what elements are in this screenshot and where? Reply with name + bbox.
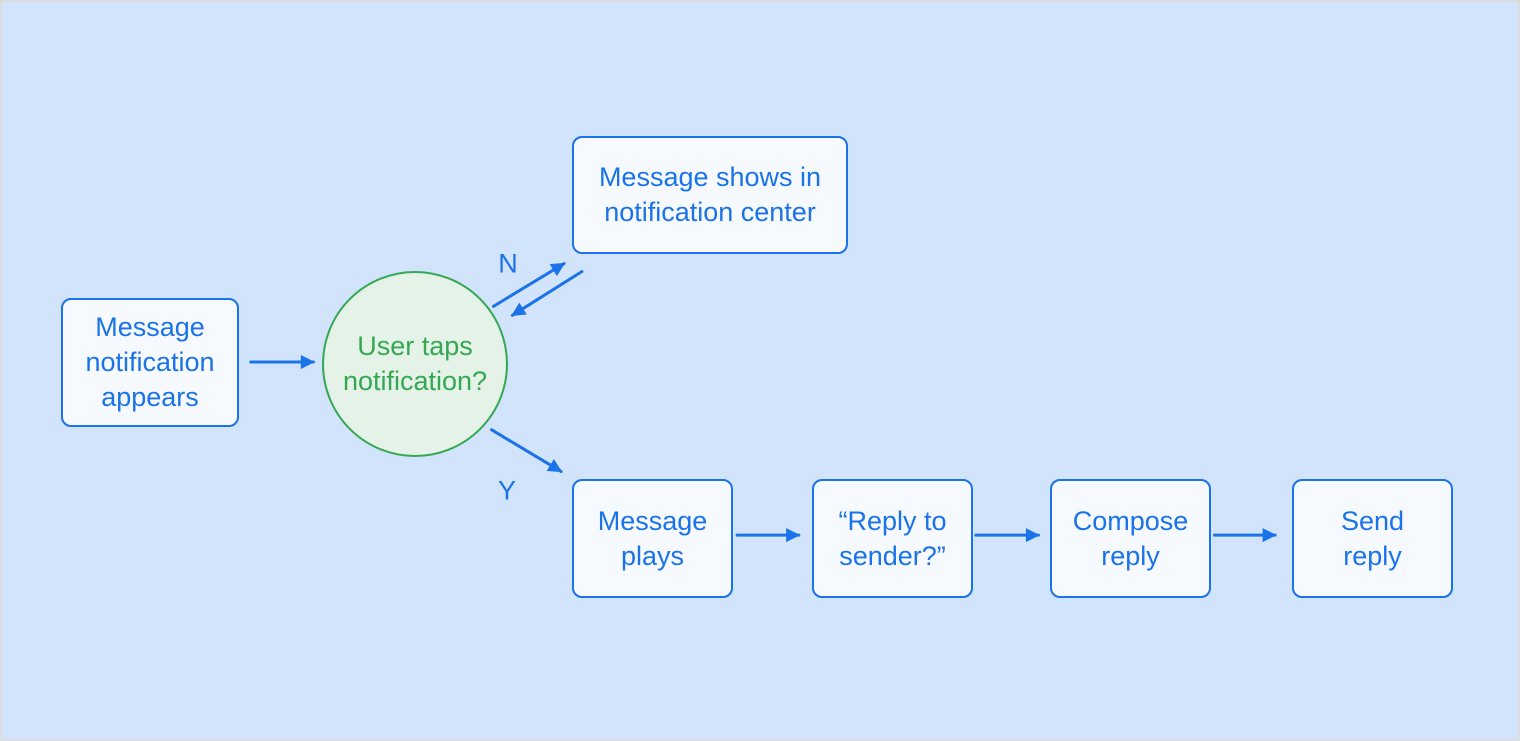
node-label-line: appears — [101, 382, 199, 412]
node-message-notification-appears: Message notification appears — [61, 298, 239, 427]
node-label-line: “Reply to — [838, 505, 947, 536]
edge-label-yes: Y — [497, 475, 517, 506]
node-label-line: Message shows in — [598, 162, 822, 192]
node-label-line: notification — [85, 347, 215, 377]
node-label-line: sender?” — [839, 540, 946, 571]
node-label-line: Compose — [1072, 505, 1189, 536]
edge-label-no: N — [498, 248, 518, 279]
node-message-plays: Message plays — [572, 479, 733, 598]
node-label-line: Send — [1340, 505, 1405, 536]
node-reply-to-sender-prompt: “Reply to sender?” — [812, 479, 973, 598]
node-send-reply: Send reply — [1292, 479, 1453, 598]
node-label-line: notification center — [604, 197, 816, 227]
node-compose-reply: Compose reply — [1050, 479, 1211, 598]
node-label-line: reply — [1101, 540, 1160, 571]
node-label-line: notification? — [342, 366, 488, 396]
node-label-line: reply — [1343, 540, 1402, 571]
node-decision-user-taps-notification: User taps notification? — [322, 271, 508, 457]
node-label-line: Message — [597, 505, 708, 536]
edge-decision-to-message-plays — [489, 428, 563, 473]
edge-notification-center-to-decision — [510, 270, 584, 317]
node-message-shows-in-notification-center: Message shows in notification center — [572, 136, 848, 254]
node-label-line: Message — [95, 312, 205, 342]
node-label-line: User taps — [357, 331, 473, 361]
node-label-line: plays — [620, 540, 685, 571]
